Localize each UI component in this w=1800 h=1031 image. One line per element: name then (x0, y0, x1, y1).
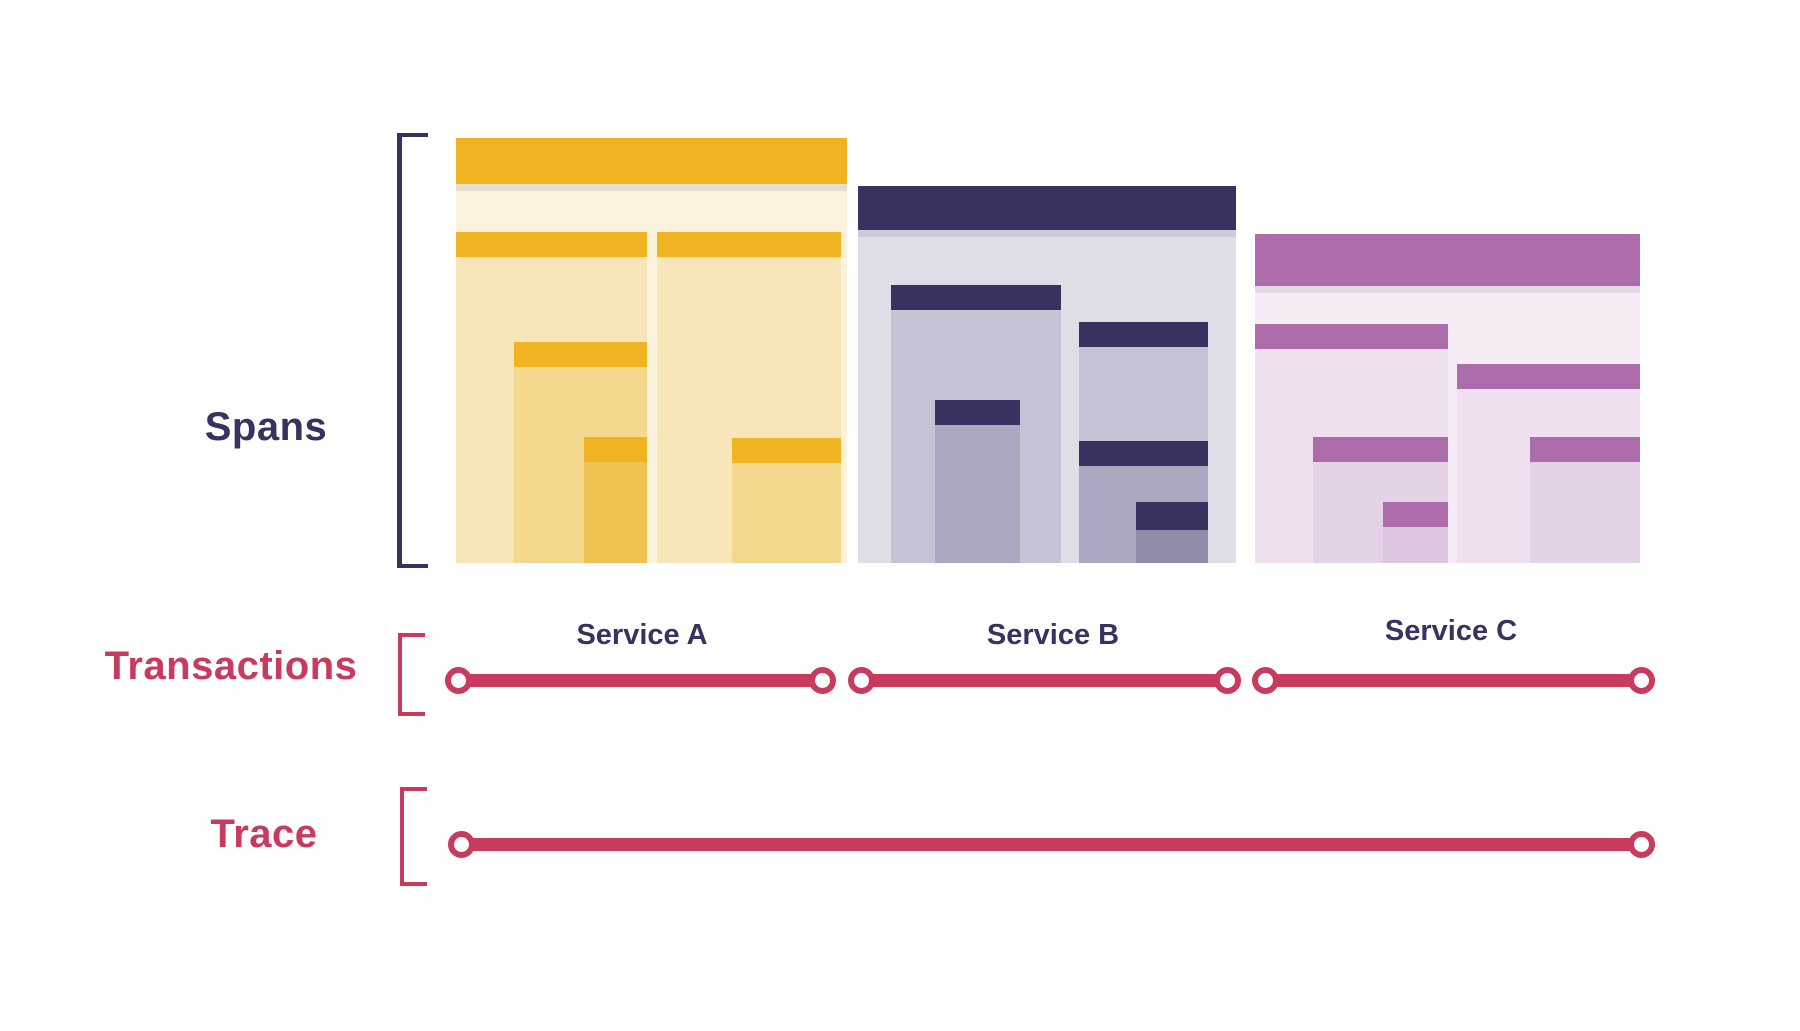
transaction-line-1-endpoint-start (445, 667, 472, 694)
service-c-span-4 (1530, 437, 1640, 563)
span-header-bar (1255, 324, 1448, 349)
span-body (935, 425, 1020, 563)
transaction-line-1-endpoint-end (809, 667, 836, 694)
span-body (1530, 462, 1640, 563)
transaction-line-1 (459, 674, 823, 687)
span-body (1136, 530, 1208, 563)
span-header-bar (732, 438, 841, 463)
transaction-line-3-endpoint-end (1628, 667, 1655, 694)
span-body (1383, 527, 1448, 563)
transaction-line-3 (1266, 674, 1642, 687)
span-header-bar (1079, 441, 1208, 466)
span-header-bar (584, 437, 647, 462)
transaction-line-3-endpoint-start (1252, 667, 1279, 694)
span-header-bar (935, 400, 1020, 425)
service-b-label: Service B (986, 619, 1120, 651)
span-header-bar (1079, 322, 1208, 347)
service-a-span-4 (732, 438, 841, 563)
transaction-line-2 (862, 674, 1228, 687)
span-header-bar (891, 285, 1061, 310)
transaction-line-2-endpoint-start (848, 667, 875, 694)
span-header-bar (514, 342, 647, 367)
span-body (732, 463, 841, 563)
span-header-bar (1457, 364, 1640, 389)
transactions-bracket (398, 633, 425, 716)
service-c-label: Service C (1384, 615, 1518, 647)
spans-label: Spans (204, 405, 328, 449)
transactions-label: Transactions (104, 644, 358, 688)
trace-label: Trace (210, 812, 318, 856)
transaction-line-2-endpoint-end (1214, 667, 1241, 694)
service-a-span-5 (584, 437, 647, 563)
span-header-bar (1530, 437, 1640, 462)
service-a-root-span-bar (456, 138, 847, 184)
trace-line-endpoint-start (448, 831, 475, 858)
span-body (584, 462, 647, 563)
trace-line (462, 838, 1642, 851)
service-c-span-5 (1383, 502, 1448, 563)
service-a-label: Service A (576, 619, 708, 651)
span-header-bar (657, 232, 841, 257)
service-b-span-3 (935, 400, 1020, 563)
span-header-bar (1313, 437, 1448, 462)
service-c-block (1255, 234, 1640, 563)
span-header-bar (1383, 502, 1448, 527)
service-a-block (456, 138, 847, 563)
span-header-bar (456, 232, 647, 257)
trace-bracket (400, 787, 427, 886)
span-header-bar (1136, 502, 1208, 530)
service-b-root-span-bar (858, 186, 1236, 230)
trace-line-endpoint-end (1628, 831, 1655, 858)
service-c-root-span-bar (1255, 234, 1640, 286)
spans-bracket (397, 133, 428, 568)
service-b-span-5 (1136, 502, 1208, 563)
service-b-block (858, 186, 1236, 563)
